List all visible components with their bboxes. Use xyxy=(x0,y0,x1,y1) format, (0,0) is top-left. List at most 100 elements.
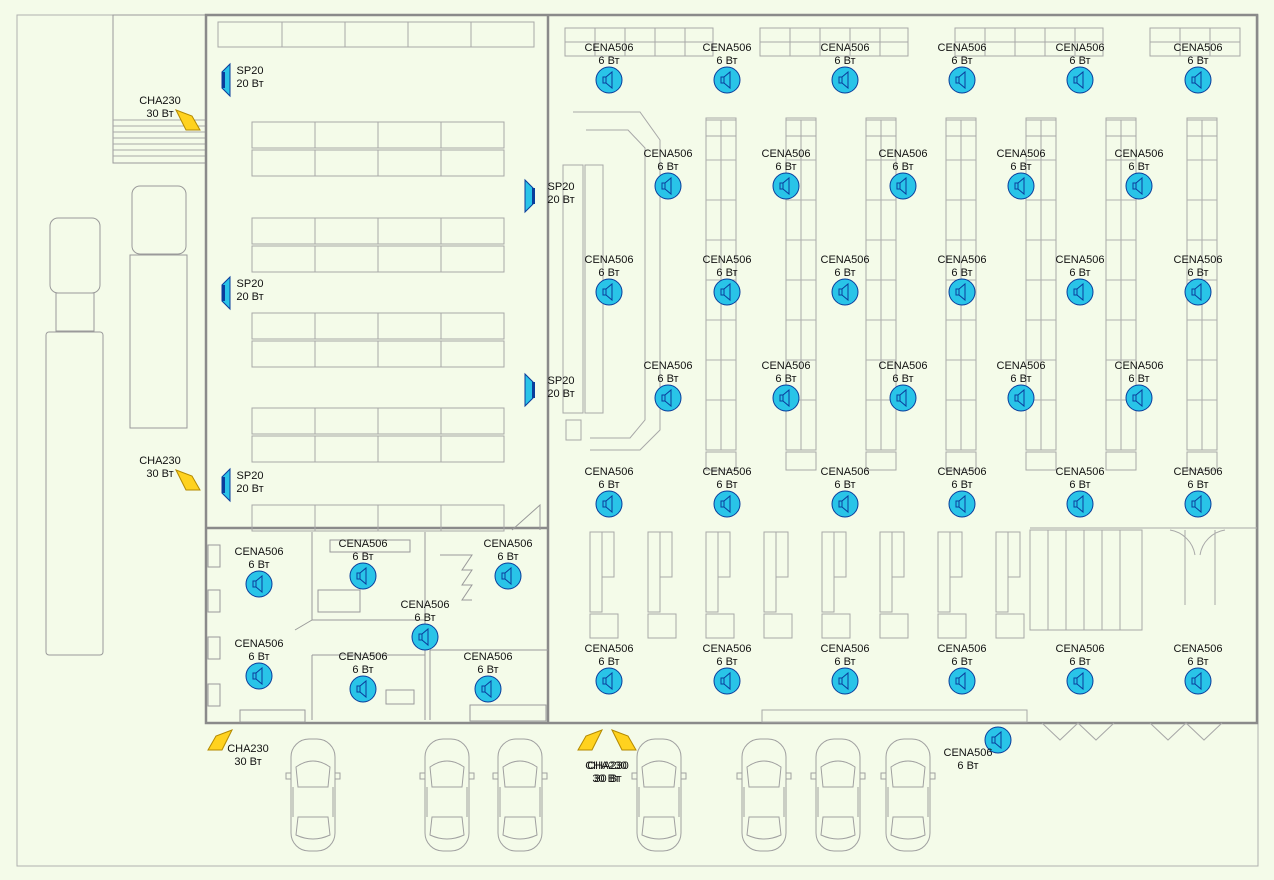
speaker-model-label: CENA506 xyxy=(821,254,870,266)
speaker-model-label: CENA506 xyxy=(879,360,928,372)
speaker-model-label: CENA506 xyxy=(1056,254,1105,266)
speaker-power-label: 6 Вт xyxy=(657,373,678,385)
speaker-model-label: CENA506 xyxy=(1115,148,1164,160)
horn-speaker-icon xyxy=(207,729,234,751)
speaker-model-label: CENA506 xyxy=(703,643,752,655)
speaker-model-label: CENA506 xyxy=(339,651,388,663)
speaker-power-label: 20 Вт xyxy=(236,291,263,303)
horn-speaker-icon xyxy=(577,729,604,751)
speaker-model-label: CENA506 xyxy=(1056,42,1105,54)
speaker-model-label: CENA506 xyxy=(339,538,388,550)
speaker-model-label: CENA506 xyxy=(997,148,1046,160)
speaker-model-label: SP20 xyxy=(237,278,264,290)
ceiling-speaker-icon xyxy=(831,667,859,695)
speaker-model-label: SP20 xyxy=(548,181,575,193)
speaker-power-label: 30 Вт xyxy=(592,773,619,785)
ceiling-speaker-icon xyxy=(245,662,273,690)
ceiling-speaker-icon xyxy=(984,726,1012,754)
speaker-model-label: CENA506 xyxy=(938,42,987,54)
speaker-power-label: 6 Вт xyxy=(1187,479,1208,491)
speaker-power-label: 6 Вт xyxy=(716,267,737,279)
speaker-power-label: 6 Вт xyxy=(892,373,913,385)
speaker-power-label: 6 Вт xyxy=(834,267,855,279)
speaker-model-label: CHA230 xyxy=(139,455,181,467)
ceiling-speaker-icon xyxy=(772,172,800,200)
speaker-model-label: CENA506 xyxy=(944,747,993,759)
speaker-model-label: CENA506 xyxy=(938,254,987,266)
ceiling-speaker-icon xyxy=(948,667,976,695)
wall-speaker-icon xyxy=(221,467,231,503)
ceiling-speaker-icon xyxy=(948,490,976,518)
speaker-model-label: CENA506 xyxy=(938,466,987,478)
speaker-power-label: 6 Вт xyxy=(1010,161,1031,173)
speaker-power-label: 6 Вт xyxy=(716,55,737,67)
speaker-model-label: CENA506 xyxy=(1174,643,1223,655)
ceiling-speaker-icon xyxy=(889,384,917,412)
speaker-model-label: CENA506 xyxy=(821,466,870,478)
speaker-model-label: CENA506 xyxy=(703,466,752,478)
speaker-model-label: CENA506 xyxy=(1174,42,1223,54)
speaker-model-label: CENA506 xyxy=(235,546,284,558)
speaker-model-label: CENA506 xyxy=(644,148,693,160)
ceiling-speaker-icon xyxy=(1184,66,1212,94)
speaker-model-label: CENA506 xyxy=(585,42,634,54)
speaker-power-label: 6 Вт xyxy=(775,161,796,173)
speaker-model-label: SP20 xyxy=(548,375,575,387)
speaker-model-label: CENA506 xyxy=(235,638,284,650)
speaker-power-label: 30 Вт xyxy=(594,773,621,785)
speaker-model-label: CHA230 xyxy=(227,743,269,755)
